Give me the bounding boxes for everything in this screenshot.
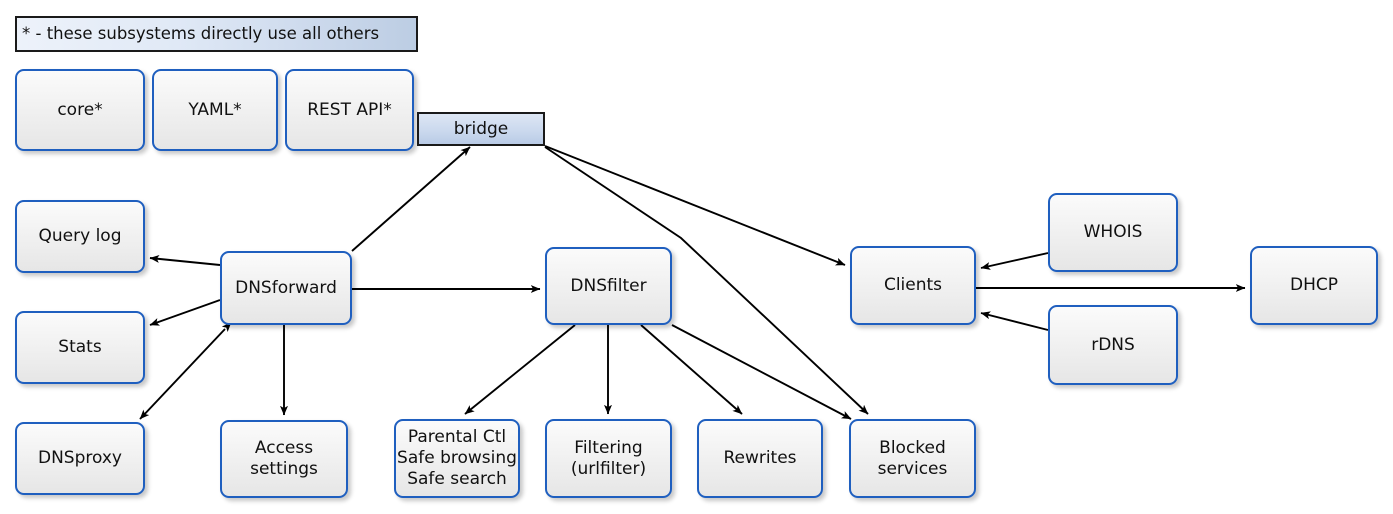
edge-dnsforward-to-dnsproxy <box>139 322 232 420</box>
node-dhcp[interactable]: DHCP <box>1250 246 1378 325</box>
legend-text: * - these subsystems directly use all ot… <box>22 23 380 43</box>
node-yaml[interactable]: YAML* <box>152 69 278 151</box>
node-bridge[interactable]: bridge <box>417 112 545 146</box>
node-dnsforward[interactable]: DNSforward <box>220 251 352 325</box>
legend-banner: * - these subsystems directly use all ot… <box>15 16 418 52</box>
node-label-bridge: bridge <box>453 118 509 139</box>
node-label-dnsfilter: DNSfilter <box>570 275 647 296</box>
node-label-filtering: Filtering (urlfilter) <box>570 437 647 479</box>
node-access[interactable]: Access settings <box>220 420 348 498</box>
node-dnsproxy[interactable]: DNSproxy <box>15 422 145 495</box>
edge-dnsfilter-to-parental <box>464 324 576 415</box>
node-querylog[interactable]: Query log <box>15 200 145 273</box>
edge-dnsforward-to-bridge <box>351 146 471 252</box>
edge-dnsforward-to-querylog <box>149 254 221 266</box>
node-label-clients: Clients <box>883 275 943 296</box>
node-blocked[interactable]: Blocked services <box>849 419 976 498</box>
node-label-rewrites: Rewrites <box>723 448 797 469</box>
node-filtering[interactable]: Filtering (urlfilter) <box>545 419 672 498</box>
edge-dnsforward-to-stats <box>149 299 221 326</box>
node-label-dnsforward: DNSforward <box>235 277 337 298</box>
node-label-parental: Parental Ctl Safe browsing Safe search <box>397 427 517 489</box>
node-dnsfilter[interactable]: DNSfilter <box>545 247 672 325</box>
node-rdns[interactable]: rDNS <box>1048 305 1178 385</box>
node-label-core: core* <box>57 99 103 120</box>
node-stats[interactable]: Stats <box>15 311 145 384</box>
node-label-rdns: rDNS <box>1091 334 1135 355</box>
node-label-restapi: REST API* <box>307 99 392 120</box>
node-label-dhcp: DHCP <box>1290 275 1338 296</box>
node-restapi[interactable]: REST API* <box>285 69 414 151</box>
edge-dnsfilter-to-rewrites <box>640 324 743 415</box>
node-label-stats: Stats <box>58 337 102 358</box>
node-label-blocked: Blocked services <box>877 437 948 479</box>
edge-whois-to-clients <box>980 252 1049 270</box>
node-core[interactable]: core* <box>15 69 145 151</box>
node-rewrites[interactable]: Rewrites <box>697 419 823 498</box>
node-clients[interactable]: Clients <box>850 246 976 325</box>
node-label-whois: WHOIS <box>1083 222 1143 243</box>
edge-rdns-to-clients <box>980 311 1049 331</box>
node-whois[interactable]: WHOIS <box>1048 193 1178 272</box>
node-label-dnsproxy: DNSproxy <box>37 448 122 469</box>
node-label-querylog: Query log <box>38 226 122 247</box>
edge-dnsfilter-to-blocked <box>671 324 852 420</box>
node-label-yaml: YAML* <box>188 99 242 120</box>
node-label-access: Access settings <box>250 438 318 479</box>
node-parental[interactable]: Parental Ctl Safe browsing Safe search <box>394 419 520 498</box>
